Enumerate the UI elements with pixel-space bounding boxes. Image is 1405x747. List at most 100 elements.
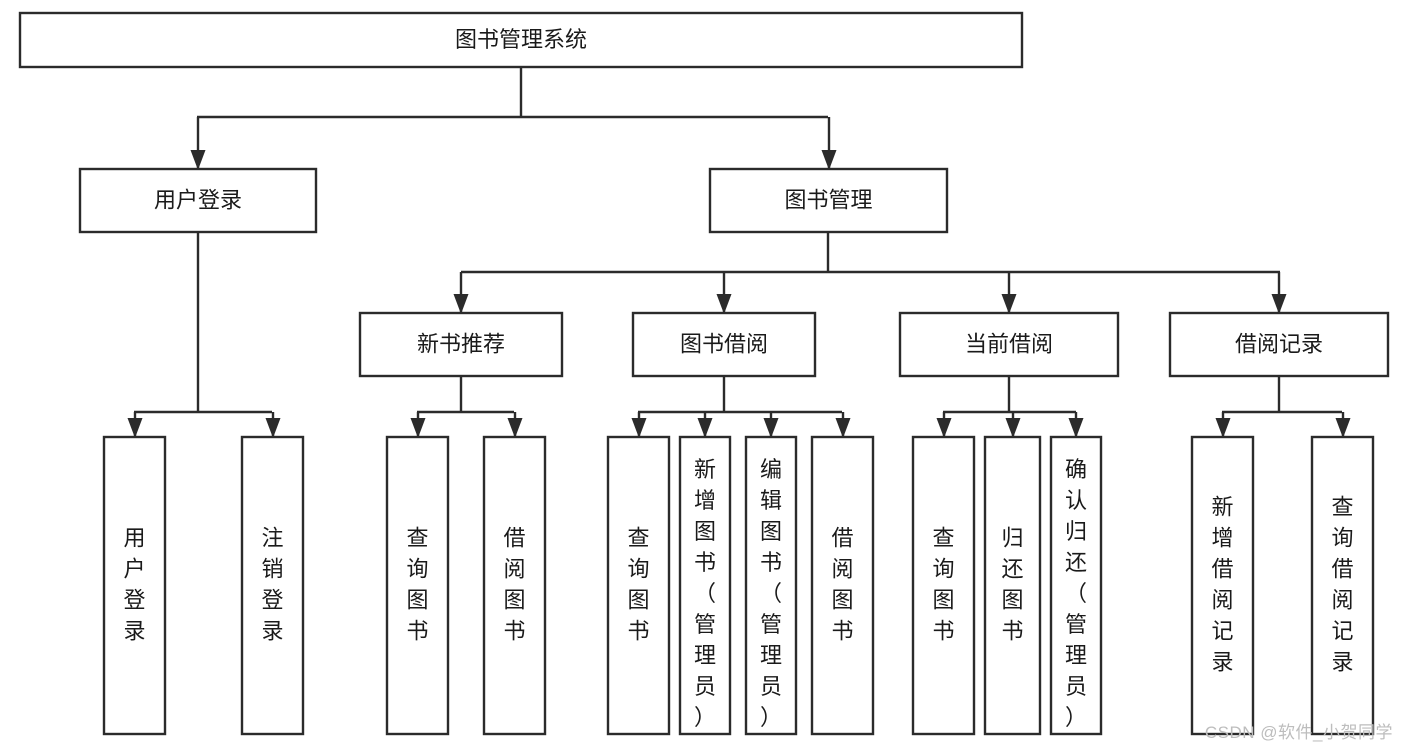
- connector-edge: [410, 412, 426, 438]
- node-box: [1168, 311, 1390, 378]
- connector-edge: [835, 412, 851, 438]
- node-box: [78, 167, 318, 234]
- node-new-book-rec[interactable]: 新书推荐: [358, 311, 564, 378]
- arrow-head-icon: [1271, 294, 1287, 314]
- connector-edge: [697, 412, 713, 438]
- node-layer: 图书管理系统用户登录图书管理新书推荐图书借阅当前借阅借阅记录用户登录注销登录查询…: [18, 11, 1390, 736]
- arrow-head-icon: [190, 150, 206, 170]
- node-box: [1310, 435, 1375, 736]
- node-label: 用户登录: [154, 187, 242, 212]
- arrow-head-icon: [697, 418, 713, 438]
- node-label: 新书推荐: [417, 331, 505, 356]
- node-label: 借阅图书: [831, 526, 853, 644]
- arrow-head-icon: [453, 294, 469, 314]
- node-box: [385, 435, 450, 736]
- node-leaf-borrow-book-2[interactable]: 借阅图书: [810, 435, 875, 736]
- connector-edge: [763, 412, 779, 438]
- connector-bus: [1222, 376, 1342, 414]
- node-box: [983, 435, 1042, 736]
- node-leaf-add-book[interactable]: 新增图书（管理员）: [678, 435, 732, 736]
- node-box: [240, 435, 305, 736]
- arrow-head-icon: [631, 418, 647, 438]
- connector-edge: [1335, 412, 1351, 438]
- node-label: 查询图书: [627, 526, 649, 644]
- node-leaf-query-book-3[interactable]: 查询图书: [911, 435, 976, 736]
- node-leaf-query-record[interactable]: 查询借阅记录: [1310, 435, 1375, 736]
- node-label: 图书借阅: [680, 331, 768, 356]
- node-box: [1190, 435, 1255, 736]
- connector-bus: [197, 67, 828, 119]
- arrow-head-icon: [835, 418, 851, 438]
- connector-edge: [631, 412, 647, 438]
- connector-bus: [461, 232, 1280, 274]
- connector-bus: [417, 376, 514, 414]
- node-box: [744, 435, 798, 736]
- node-box: [898, 311, 1120, 378]
- node-label: 图书管理系统: [455, 27, 587, 52]
- connector-bus: [638, 376, 842, 414]
- node-label: 当前借阅: [965, 331, 1053, 356]
- node-leaf-borrow-book-1[interactable]: 借阅图书: [482, 435, 547, 736]
- node-box: [678, 435, 732, 736]
- connector-layer: [127, 67, 1351, 438]
- node-label: 新增借阅记录: [1211, 495, 1233, 675]
- node-label: 注销登录: [261, 526, 283, 644]
- arrow-head-icon: [1068, 418, 1084, 438]
- arrow-head-icon: [410, 418, 426, 438]
- node-box: [102, 435, 167, 736]
- connector-edge: [265, 412, 281, 438]
- node-leaf-query-book-2[interactable]: 查询图书: [606, 435, 671, 736]
- arrow-head-icon: [507, 418, 523, 438]
- connector-edge: [507, 412, 523, 438]
- node-book-borrow[interactable]: 图书借阅: [631, 311, 817, 378]
- arrow-head-icon: [1001, 294, 1017, 314]
- arrow-head-icon: [821, 150, 837, 170]
- node-box: [358, 311, 564, 378]
- arrow-head-icon: [1335, 418, 1351, 438]
- connector-bus: [134, 232, 272, 414]
- node-label: 查询借阅记录: [1331, 495, 1353, 675]
- connector-edge: [1001, 272, 1017, 314]
- node-borrow-record[interactable]: 借阅记录: [1168, 311, 1390, 378]
- node-label: 编辑图书（管理员）: [760, 457, 782, 730]
- connector-edge: [821, 117, 837, 170]
- csdn-watermark: CSDN @软件_小贺同学: [1204, 723, 1393, 742]
- node-leaf-add-record[interactable]: 新增借阅记录: [1190, 435, 1255, 736]
- node-leaf-return-book[interactable]: 归还图书: [983, 435, 1042, 736]
- node-box: [1049, 435, 1103, 736]
- connector-edge: [1068, 412, 1084, 438]
- connector-edge: [936, 412, 952, 438]
- node-box: [810, 435, 875, 736]
- node-label: 新增图书（管理员）: [694, 457, 716, 730]
- node-book-manage[interactable]: 图书管理: [708, 167, 949, 234]
- arrow-head-icon: [936, 418, 952, 438]
- node-label: 图书管理: [784, 187, 872, 212]
- node-label: 借阅图书: [503, 526, 525, 644]
- node-leaf-query-book-1[interactable]: 查询图书: [385, 435, 450, 736]
- arrow-head-icon: [265, 418, 281, 438]
- node-label: 确认归还（管理员）: [1065, 457, 1087, 730]
- node-label: 查询图书: [932, 526, 954, 644]
- connector-edge: [1005, 412, 1021, 438]
- node-user-login[interactable]: 用户登录: [78, 167, 318, 234]
- arrow-head-icon: [716, 294, 732, 314]
- connector-edge: [127, 412, 143, 438]
- node-label: 归还图书: [1001, 526, 1023, 644]
- node-current-borrow[interactable]: 当前借阅: [898, 311, 1120, 378]
- connector-bus: [943, 376, 1076, 414]
- node-leaf-user-login[interactable]: 用户登录: [102, 435, 167, 736]
- connector-edge: [716, 272, 732, 314]
- node-leaf-confirm-return[interactable]: 确认归还（管理员）: [1049, 435, 1103, 736]
- node-leaf-edit-book[interactable]: 编辑图书（管理员）: [744, 435, 798, 736]
- node-root[interactable]: 图书管理系统: [18, 11, 1024, 69]
- connector-edge: [190, 117, 206, 170]
- node-label: 借阅记录: [1235, 331, 1323, 356]
- arrow-head-icon: [127, 418, 143, 438]
- connector-edge: [453, 272, 469, 314]
- connector-edge: [1271, 272, 1287, 314]
- arrow-head-icon: [763, 418, 779, 438]
- node-label: 查询图书: [406, 526, 428, 644]
- arrow-head-icon: [1005, 418, 1021, 438]
- node-leaf-logout[interactable]: 注销登录: [240, 435, 305, 736]
